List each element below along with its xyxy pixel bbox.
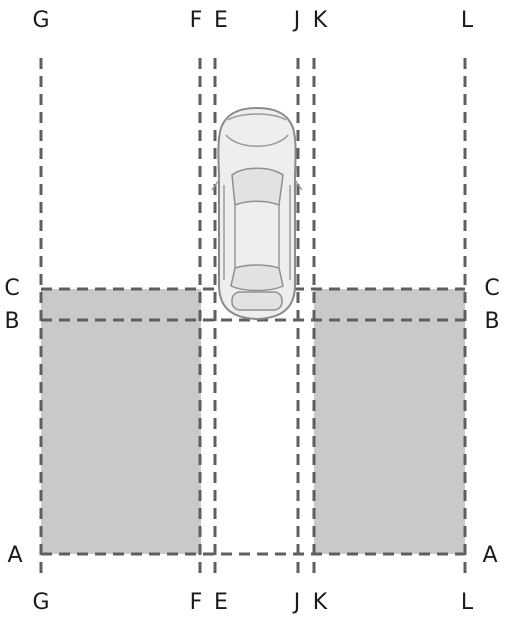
label-bottom-f: F <box>190 590 203 615</box>
label-bottom-l: L <box>461 590 474 615</box>
label-top-j: J <box>292 8 301 33</box>
label-bottom-k: K <box>313 590 328 615</box>
label-right-c: C <box>484 276 499 301</box>
label-bottom-j: J <box>292 590 301 615</box>
label-right-b: B <box>484 309 499 334</box>
label-bottom-g: G <box>32 590 49 615</box>
label-top-e: E <box>214 8 228 33</box>
label-bottom-e: E <box>214 590 228 615</box>
label-top-l: L <box>461 8 474 33</box>
label-top-g: G <box>32 8 49 33</box>
label-right-a: A <box>482 543 497 568</box>
label-left-b: B <box>4 309 19 334</box>
left-shaded-zone <box>41 289 201 554</box>
label-top-f: F <box>190 8 203 33</box>
label-top-k: K <box>313 8 328 33</box>
label-left-c: C <box>4 276 19 301</box>
car-top-view-icon <box>211 106 303 321</box>
label-left-a: A <box>7 543 22 568</box>
right-shaded-zone <box>314 289 465 554</box>
